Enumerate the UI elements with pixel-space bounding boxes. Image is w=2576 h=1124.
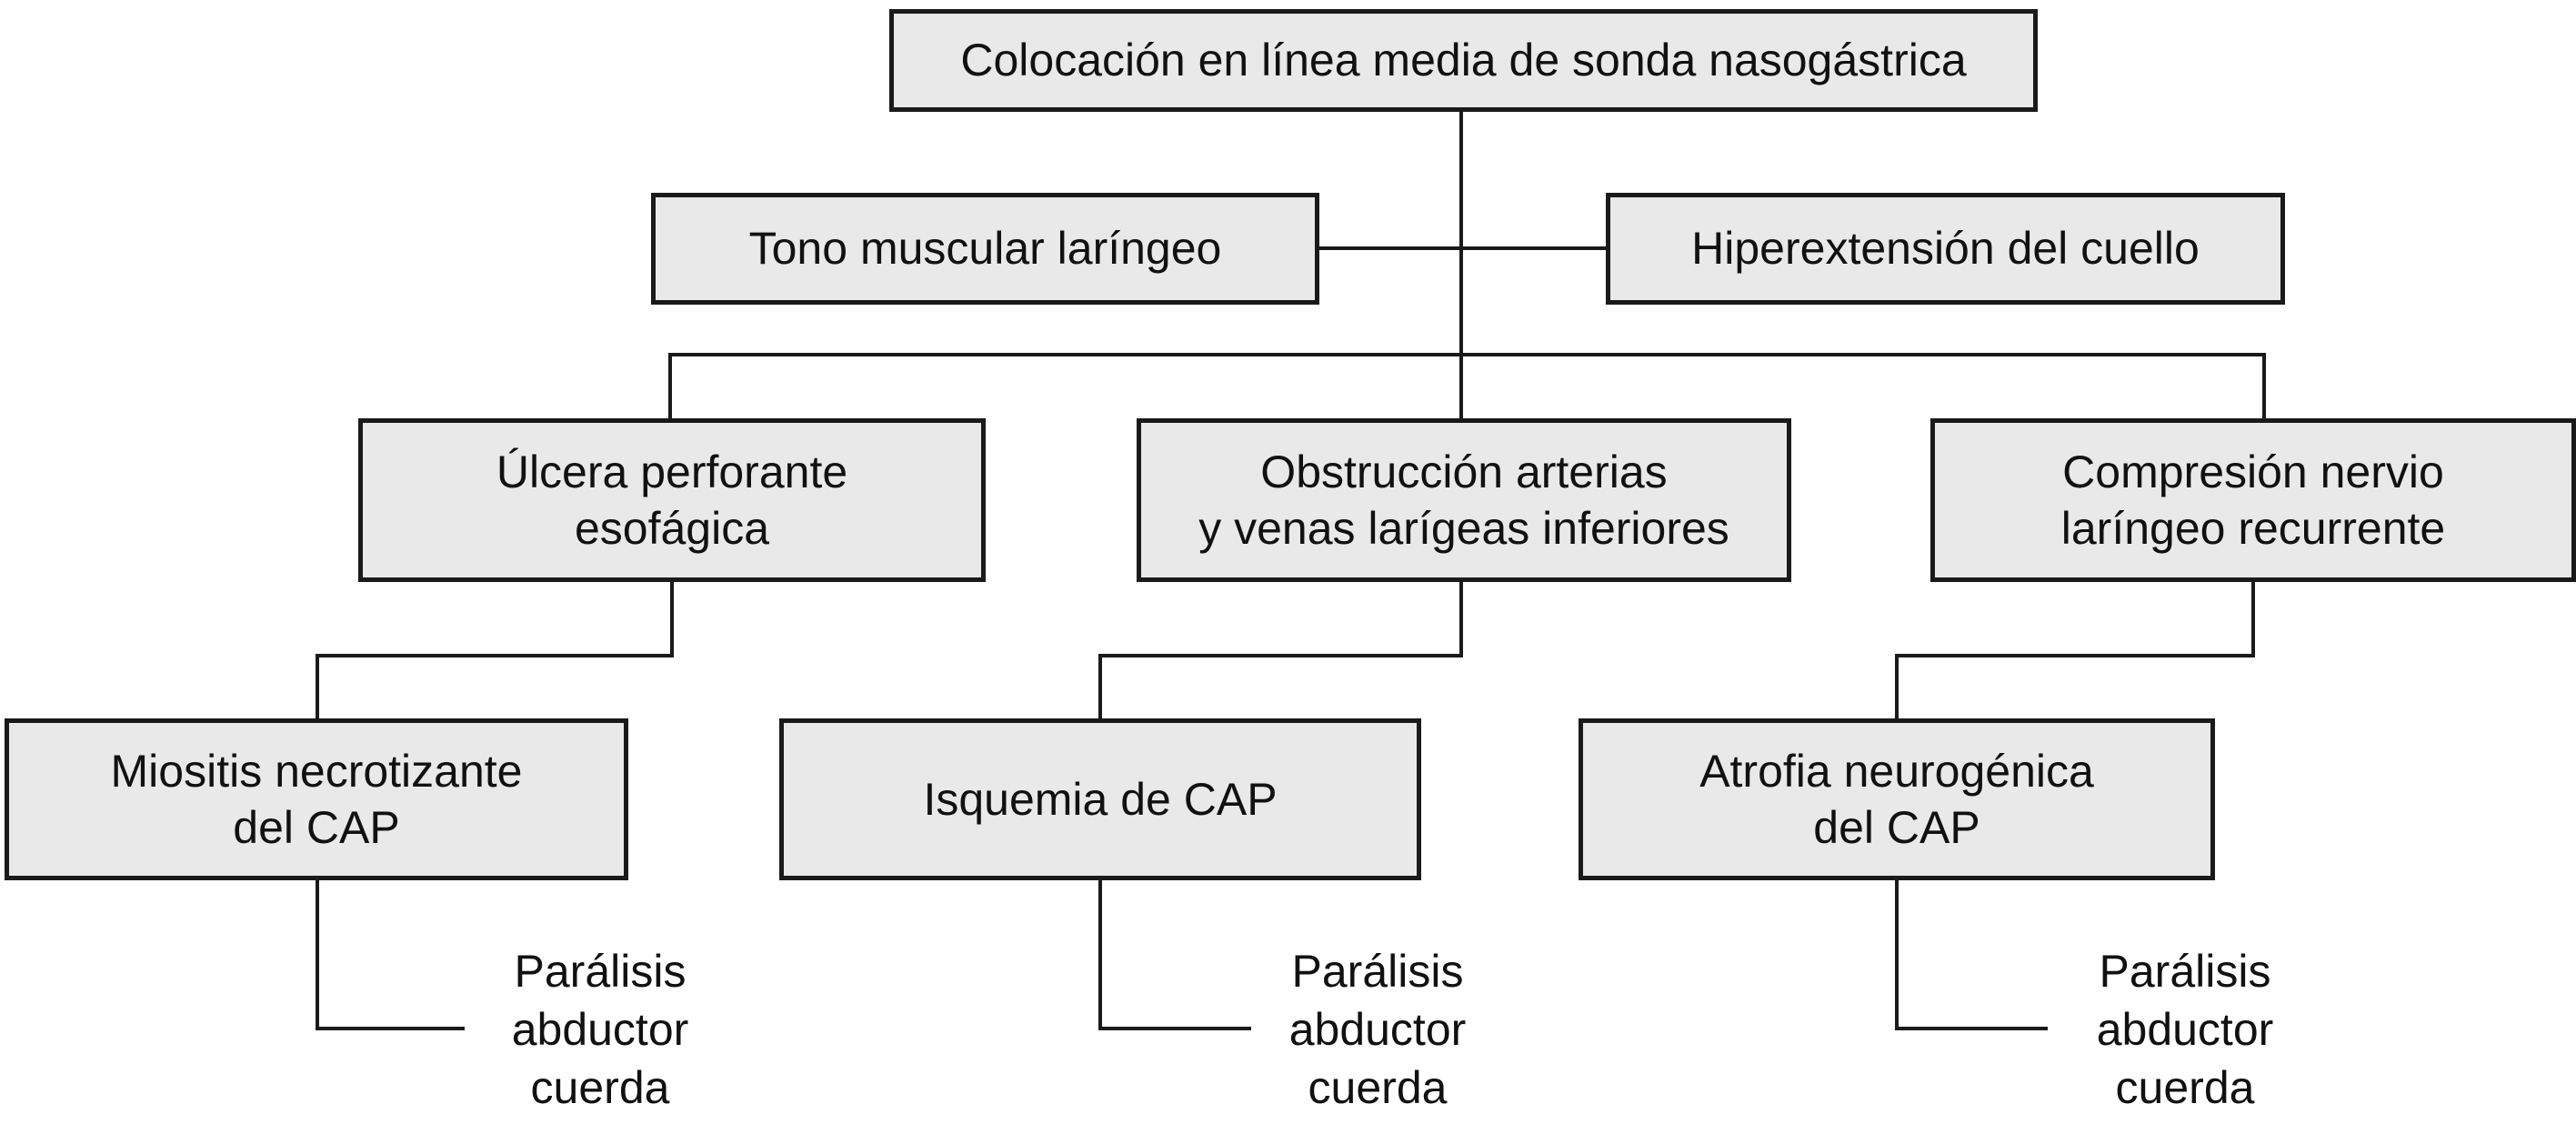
connector-root-drop xyxy=(1459,112,1463,422)
node-necrotizing-myositis: Miositis necrotizante del CAP xyxy=(5,718,628,880)
outcome-paralysis-right: Parálisis abductor cuerda xyxy=(2096,946,2274,1113)
connector-atrophy-in xyxy=(1895,654,1899,722)
connector-ischemia-in xyxy=(1098,654,1102,722)
connector-outcome-center xyxy=(1098,1027,1251,1030)
node-root-cause: Colocación en línea media de sonda nasog… xyxy=(889,9,2038,112)
outcome-paralysis-center: Parálisis abductor cuerda xyxy=(1288,946,1467,1113)
connector-ulcer-down xyxy=(670,578,674,657)
connector-ulcer-elbow xyxy=(316,654,674,657)
connector-ischemia-down xyxy=(1098,877,1102,1030)
node-neurogenic-atrophy: Atrofia neurogénica del CAP xyxy=(1579,718,2215,880)
outcome-paralysis-left: Parálisis abductor cuerda xyxy=(511,946,689,1113)
connector-outcome-left xyxy=(316,1027,465,1030)
connector-drop-left xyxy=(668,353,672,422)
connector-outcome-right xyxy=(1895,1027,2048,1030)
connector-compression-down xyxy=(2251,578,2255,657)
node-neck-hyperextension: Hiperextensión del cuello xyxy=(1606,193,2285,305)
connector-level3-distributor xyxy=(668,353,2266,356)
connector-compression-elbow xyxy=(1895,654,2255,657)
connector-level2-cross xyxy=(1319,246,1606,250)
connector-myositis-in xyxy=(316,654,319,722)
node-cap-ischemia: Isquemia de CAP xyxy=(779,718,1421,880)
connector-obstruction-elbow xyxy=(1098,654,1463,657)
node-artery-vein-obstruction: Obstrucción arterias y venas larígeas in… xyxy=(1137,418,1791,582)
node-laryngeal-muscle-tone: Tono muscular laríngeo xyxy=(651,193,1319,305)
connector-drop-right xyxy=(2262,353,2266,422)
connector-atrophy-down xyxy=(1895,877,1899,1030)
connector-obstruction-down xyxy=(1459,578,1463,657)
node-nerve-compression: Compresión nervio laríngeo recurrente xyxy=(1930,418,2576,582)
node-perforating-ulcer: Úlcera perforante esofágica xyxy=(358,418,986,582)
connector-myositis-down xyxy=(316,877,319,1030)
